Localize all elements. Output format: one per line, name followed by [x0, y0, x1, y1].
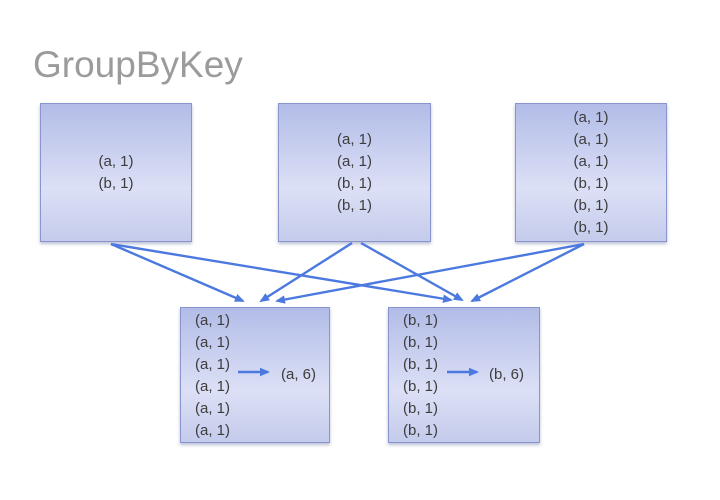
input-partition-2: (a, 1) (a, 1) (b, 1) (b, 1): [278, 103, 431, 242]
kv-pair: (b, 1): [573, 175, 609, 192]
shuffle-arrow-p3-to-a: [275, 242, 585, 304]
kv-pair: (b, 1): [403, 378, 439, 395]
input-partition-1: (a, 1) (b, 1): [40, 103, 192, 242]
aggregated-result-b: (b, 6): [489, 366, 525, 383]
kv-pair: (a, 1): [195, 312, 231, 329]
kv-pair: (b, 1): [403, 312, 439, 329]
kv-pair: (b, 1): [403, 356, 439, 373]
kv-pair: (a, 1): [336, 130, 372, 148]
kv-pair: (b, 1): [336, 196, 372, 214]
kv-pair: (b, 1): [336, 174, 372, 192]
kv-pair: (a, 1): [573, 131, 609, 148]
shuffle-arrow-p2-to-a: [259, 241, 353, 303]
kv-pair: (a, 1): [195, 334, 231, 351]
kv-pair: (a, 1): [336, 152, 372, 170]
kv-pair: (b, 1): [98, 174, 134, 192]
kv-pair: (b, 1): [573, 197, 609, 214]
kv-pair: (b, 1): [403, 400, 439, 417]
kv-pair: (b, 1): [403, 334, 439, 351]
kv-pair: (b, 1): [573, 219, 609, 236]
kv-pair: (a, 1): [98, 152, 134, 170]
shuffle-arrow-p3-to-b: [470, 242, 585, 303]
page-title: GroupByKey: [33, 44, 243, 85]
kv-pair: (b, 1): [403, 422, 439, 439]
kv-pair: (a, 1): [195, 400, 231, 417]
shuffle-arrow-p1-to-a: [110, 242, 245, 303]
kv-pair: (a, 1): [573, 109, 609, 126]
aggregated-result-a: (a, 6): [281, 366, 317, 383]
input-partition-3: (a, 1) (a, 1) (a, 1) (b, 1) (b, 1) (b, 1…: [515, 103, 667, 242]
grouped-partition-b: (b, 1) (b, 1) (b, 1) (b, 1) (b, 1) (b, 1…: [388, 307, 540, 443]
kv-pair: (a, 1): [195, 356, 231, 373]
kv-pair: (a, 1): [573, 153, 609, 170]
grouped-partition-a: (a, 1) (a, 1) (a, 1) (a, 1) (a, 1) (a, 1…: [180, 307, 330, 443]
shuffle-arrow-p1-to-b: [110, 242, 453, 303]
kv-pair: (a, 1): [195, 378, 231, 395]
shuffle-arrow-p2-to-b: [360, 241, 464, 302]
kv-pair: (a, 1): [195, 422, 231, 439]
